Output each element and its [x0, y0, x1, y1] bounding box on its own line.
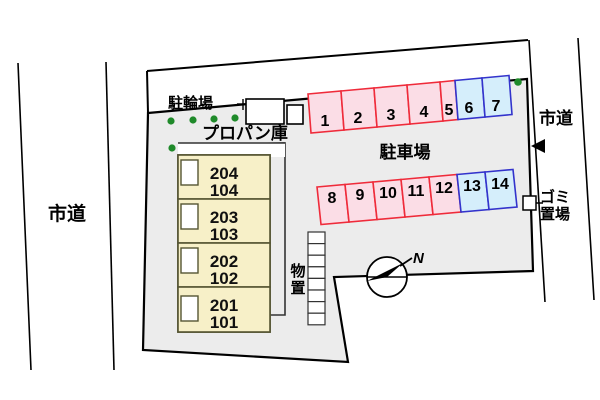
- stall-number: 11: [408, 183, 425, 200]
- stall-number: 10: [379, 185, 397, 202]
- stall-number: 1: [321, 113, 330, 130]
- garbage-bin-icon: [522, 195, 537, 211]
- garbage-area[interactable]: ゴミ 置場: [522, 188, 570, 223]
- parking-lot-label: 駐車場: [380, 142, 431, 163]
- parking-stall-2[interactable]: 2: [340, 87, 378, 131]
- stair-step: [307, 312, 326, 326]
- parking-stall-4[interactable]: 4: [406, 81, 444, 125]
- propane-storage-box-small: [286, 104, 304, 125]
- compass-rose: N: [366, 250, 425, 298]
- bicycle-dot: [231, 114, 239, 122]
- unit-lower-number: 102: [210, 269, 238, 288]
- parking-stall-14[interactable]: 14: [484, 168, 518, 211]
- compass-north-label: N: [413, 250, 425, 267]
- storage-shed-char-1: 物: [290, 262, 305, 280]
- stall-number: 2: [354, 110, 363, 127]
- unit-block-203-103[interactable]: 203 103: [177, 198, 271, 244]
- parking-stall-8[interactable]: 8: [316, 183, 350, 226]
- stall-number: 7: [492, 98, 501, 115]
- stair-step: [307, 301, 326, 314]
- unit-block-201-101[interactable]: 201 101: [177, 286, 271, 333]
- stall-number: 13: [463, 178, 481, 195]
- unit-upper-number: 203: [210, 208, 238, 227]
- storage-shed-char-2: 置: [290, 279, 305, 297]
- unit-upper-number: 202: [210, 252, 238, 271]
- corner-green-dot: [514, 78, 522, 86]
- stair-step: [307, 289, 326, 303]
- bicycle-dot: [167, 117, 175, 125]
- bicycle-parking-label: 駐輪場: [168, 94, 213, 112]
- stall-number: 4: [420, 104, 429, 121]
- storage-shed-label: 物 置: [290, 262, 305, 297]
- unit-upper-number: 201: [210, 296, 238, 315]
- parking-stall-13[interactable]: 13: [456, 171, 490, 213]
- upper-parking-row: 1 2 3 4 5 6 7: [307, 74, 513, 134]
- parking-stall-7[interactable]: 7: [481, 74, 513, 118]
- left-triangle-arrow-icon: [531, 139, 545, 153]
- unit-lower-number: 103: [210, 225, 238, 244]
- stall-number: 3: [387, 107, 396, 124]
- parking-stall-9[interactable]: 9: [344, 181, 378, 223]
- stair-step: [307, 266, 326, 279]
- stall-number: 6: [465, 100, 474, 117]
- left-road-label: 市道: [48, 202, 86, 225]
- stall-number: 12: [435, 180, 453, 197]
- lower-parking-row: 8 9 10 11 12 13 14: [316, 168, 518, 226]
- parking-stall-10[interactable]: 10: [372, 178, 406, 221]
- stall-number: 14: [491, 176, 509, 193]
- unit-balcony: [180, 295, 199, 322]
- bicycle-dot: [168, 144, 176, 152]
- north-boundary-line: [146, 39, 529, 72]
- unit-balcony: [180, 159, 199, 186]
- stairs: [307, 231, 326, 326]
- stair-step: [307, 277, 326, 291]
- bicycle-dot: [189, 116, 197, 124]
- left-road-outer-line: [17, 62, 32, 371]
- garbage-area-label-line2: 置場: [540, 205, 570, 223]
- parking-stall-11[interactable]: 11: [400, 176, 434, 218]
- left-road-inner-line: [105, 61, 115, 371]
- unit-balcony: [180, 247, 199, 274]
- right-road-label: 市道: [539, 108, 573, 129]
- stall-number: 5: [445, 102, 454, 119]
- propane-storage-label: プロパン庫: [202, 123, 288, 144]
- stair-step: [307, 254, 326, 268]
- unit-lower-number: 104: [210, 181, 239, 200]
- apartment-building: 204 104 203 103 202 102 201 101: [177, 154, 271, 333]
- garbage-area-label-line1: ゴミ: [540, 188, 570, 206]
- parking-stall-6[interactable]: 6: [454, 77, 486, 121]
- north-west-boundary-line: [146, 70, 149, 114]
- stall-shape: [484, 168, 518, 211]
- propane-storage-box-large: [245, 98, 285, 125]
- stall-number: 9: [356, 187, 365, 204]
- left-road: 市道: [17, 61, 115, 371]
- stall-shape: [481, 74, 513, 118]
- compass-needle: [367, 263, 403, 281]
- right-road-outer-line: [577, 37, 595, 301]
- bicycle-dot: [210, 115, 218, 123]
- unit-block-202-102[interactable]: 202 102: [177, 242, 271, 288]
- right-road-inner-line: [528, 39, 546, 303]
- stair-step: [307, 231, 326, 245]
- unit-block-204-104[interactable]: 204 104: [177, 154, 271, 200]
- compass-needle-tail: [399, 257, 413, 267]
- parking-stall-1[interactable]: 1: [307, 90, 345, 134]
- right-road: 市道: [528, 37, 595, 303]
- parking-stall-3[interactable]: 3: [373, 84, 411, 128]
- unit-balcony: [180, 203, 199, 230]
- corridor-top-fill: [178, 143, 285, 157]
- unit-upper-number: 204: [210, 164, 239, 183]
- parking-stall-12[interactable]: 12: [428, 173, 462, 216]
- stall-number: 8: [328, 190, 337, 207]
- unit-lower-number: 101: [210, 313, 238, 332]
- stair-step: [307, 243, 326, 256]
